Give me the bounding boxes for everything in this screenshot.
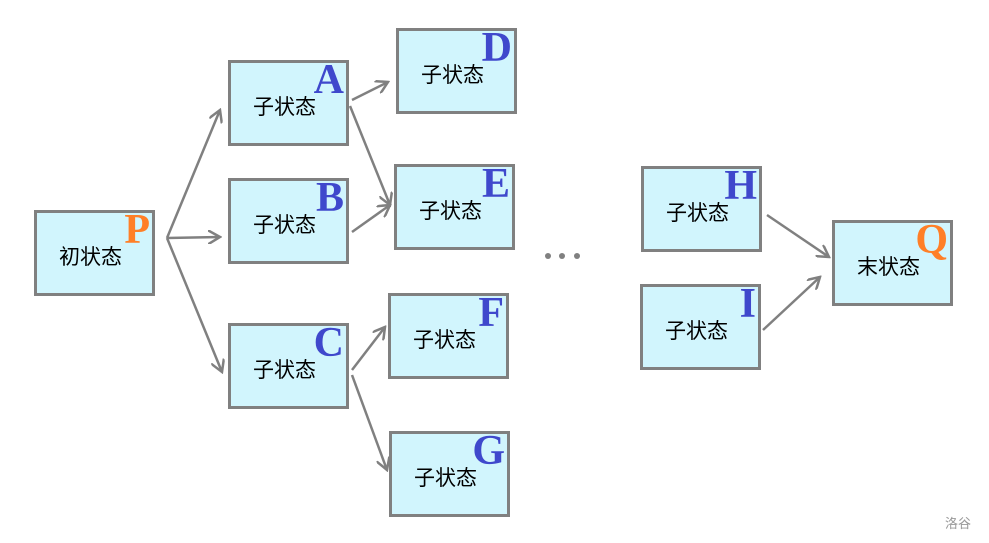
ellipsis-dot <box>545 253 551 259</box>
node-label: 子状态 <box>665 319 728 343</box>
node-label: 子状态 <box>253 213 316 237</box>
node-label: 初状态 <box>59 245 122 269</box>
arrow-c-to-g <box>350 374 387 470</box>
node-letter: H <box>724 163 757 209</box>
node-label: 子状态 <box>421 63 484 87</box>
arrow-p-to-c <box>165 237 222 372</box>
node-letter: P <box>124 207 150 253</box>
node-letter: A <box>313 57 344 103</box>
ellipsis-dot <box>559 253 565 259</box>
arrow-a-to-e <box>348 105 390 205</box>
node-letter: F <box>478 290 504 336</box>
node-label: 末状态 <box>857 255 920 279</box>
arrow-h-to-q <box>766 213 829 257</box>
state-node-i: 子状态 I <box>640 281 761 370</box>
node-label: 子状态 <box>253 95 316 119</box>
node-letter: E <box>481 161 510 207</box>
node-label: 子状态 <box>253 358 316 382</box>
watermark: 洛谷 <box>945 517 972 532</box>
node-label: 子状态 <box>666 201 729 225</box>
node-letter: I <box>739 281 756 327</box>
node-letter: C <box>313 320 344 366</box>
ellipsis-dot <box>574 253 580 259</box>
node-letter: Q <box>915 217 948 263</box>
node-label: 子状态 <box>414 466 477 490</box>
node-letter: B <box>315 175 344 221</box>
node-label: 子状态 <box>419 199 482 223</box>
arrow-b-to-e <box>351 205 390 234</box>
arrow-i-to-q <box>762 277 820 331</box>
node-letter: G <box>472 428 505 474</box>
node-letter: D <box>481 25 512 71</box>
arrow-c-to-f <box>351 327 385 371</box>
arrow-p-to-a <box>165 110 220 239</box>
node-label: 子状态 <box>413 328 476 352</box>
arrow-a-to-d <box>351 82 388 102</box>
arrow-p-to-b <box>166 237 220 238</box>
